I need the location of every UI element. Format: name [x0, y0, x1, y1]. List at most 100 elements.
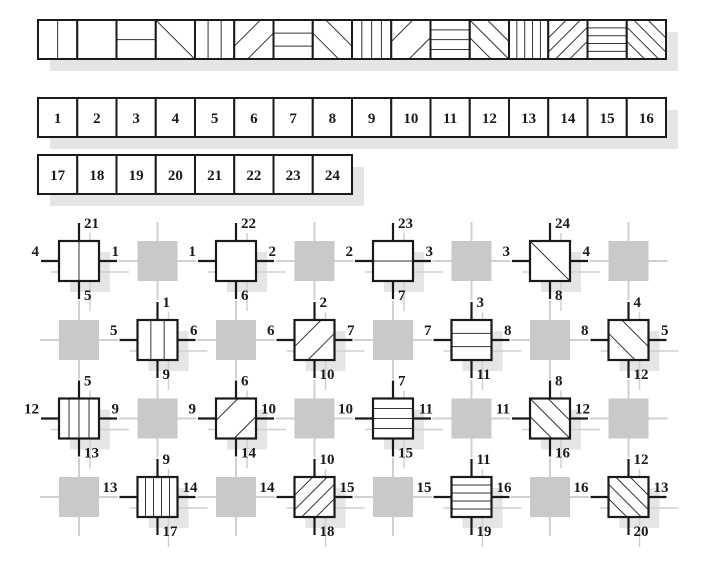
cell-border	[76, 154, 118, 195]
hatch-line	[487, 19, 510, 42]
cell-bg	[273, 20, 313, 59]
number-cell: 18	[76, 154, 118, 195]
tile-bg	[294, 477, 335, 517]
left-label: 2	[346, 244, 354, 260]
number-cell: 13	[508, 97, 550, 138]
hatch-line	[633, 19, 667, 53]
tile-border	[607, 318, 650, 362]
hatch-line	[294, 476, 328, 511]
cell-border	[37, 97, 79, 138]
hatch-line	[547, 19, 581, 53]
gray-square	[137, 398, 178, 439]
tile-bg	[451, 320, 492, 360]
left-label: 8	[581, 323, 589, 339]
gray-tile	[40, 301, 118, 379]
cell-border	[194, 154, 236, 195]
pattern-cell	[390, 19, 432, 60]
tile-border	[293, 318, 336, 362]
tile-border	[136, 475, 179, 519]
top-label: 2	[320, 295, 328, 311]
tile-border	[450, 475, 493, 519]
hatch-line	[608, 498, 628, 518]
number-cell: 9	[351, 97, 393, 138]
tile-number: 6	[250, 111, 258, 127]
pattern-cell	[547, 19, 589, 60]
left-label: 14	[260, 480, 276, 496]
top-label: 8	[555, 374, 563, 390]
gray-tile	[40, 458, 118, 536]
number-cell: 10	[390, 97, 432, 138]
hatch-line	[629, 476, 649, 496]
hatch-line	[608, 332, 636, 361]
gray-square	[59, 477, 99, 517]
hatch-line	[469, 37, 492, 60]
gray-square	[451, 398, 492, 439]
number-cell: 4	[154, 97, 196, 138]
left-label: 9	[189, 402, 197, 418]
tile-bg	[216, 241, 256, 281]
number-cell: 2	[76, 97, 118, 138]
top-label: 21	[84, 216, 99, 232]
tile-number: 4	[172, 111, 180, 127]
gray-tile	[511, 458, 589, 536]
tile-border	[57, 397, 101, 440]
tile-number: 15	[600, 111, 615, 127]
tile-border	[450, 318, 493, 362]
pattern-cell	[311, 19, 353, 60]
tile-border	[57, 239, 101, 283]
gray-square	[530, 320, 570, 360]
cell-bg	[77, 20, 117, 59]
cell-border	[625, 97, 667, 138]
number-cell: 17	[37, 154, 79, 195]
cell-bg	[587, 20, 627, 59]
hatch-line	[615, 476, 649, 511]
cell-border	[547, 97, 589, 138]
gray-square	[373, 477, 413, 517]
bottom-label: 18	[320, 524, 335, 540]
gray-tile	[197, 458, 275, 536]
gray-square	[294, 398, 335, 439]
left-label: 1	[189, 244, 197, 260]
tile-bg	[216, 398, 256, 439]
cell-border	[76, 97, 118, 138]
number-cell: 22	[233, 154, 275, 195]
hatch-line	[621, 319, 649, 348]
right-label: 3	[426, 244, 434, 260]
cell-border	[154, 154, 196, 195]
hatch-line	[155, 19, 196, 60]
pattern-cell	[429, 19, 471, 60]
right-label: 11	[419, 402, 433, 418]
tile-bg	[137, 320, 178, 360]
bottom-label: 5	[84, 288, 92, 304]
right-label: 5	[661, 323, 669, 339]
number-cell: 19	[115, 154, 157, 195]
right-label: 15	[340, 480, 355, 496]
top-label: 9	[163, 452, 171, 468]
tile-border	[607, 475, 650, 519]
tile-number: 9	[368, 111, 376, 127]
right-label: 6	[190, 323, 198, 339]
top-label: 12	[634, 452, 649, 468]
gray-tile	[432, 379, 511, 458]
number-cell: 7	[272, 97, 314, 138]
number-cell: 14	[547, 97, 589, 138]
left-label: 12	[24, 402, 39, 418]
pattern-cell	[154, 19, 196, 60]
tile-number: 2	[93, 111, 101, 127]
left-label: 4	[32, 244, 40, 260]
number-cell: 23	[272, 154, 314, 195]
bottom-label: 6	[241, 288, 249, 304]
right-label: 8	[504, 323, 512, 339]
tile-border	[371, 239, 415, 283]
hatch-line	[233, 416, 257, 439]
bottom-label: 19	[477, 524, 492, 540]
pattern-cell	[233, 19, 275, 60]
top-label: 23	[398, 216, 413, 232]
tile-number: 1	[54, 111, 62, 127]
number-cell: 24	[311, 154, 353, 195]
right-label: 12	[575, 402, 590, 418]
